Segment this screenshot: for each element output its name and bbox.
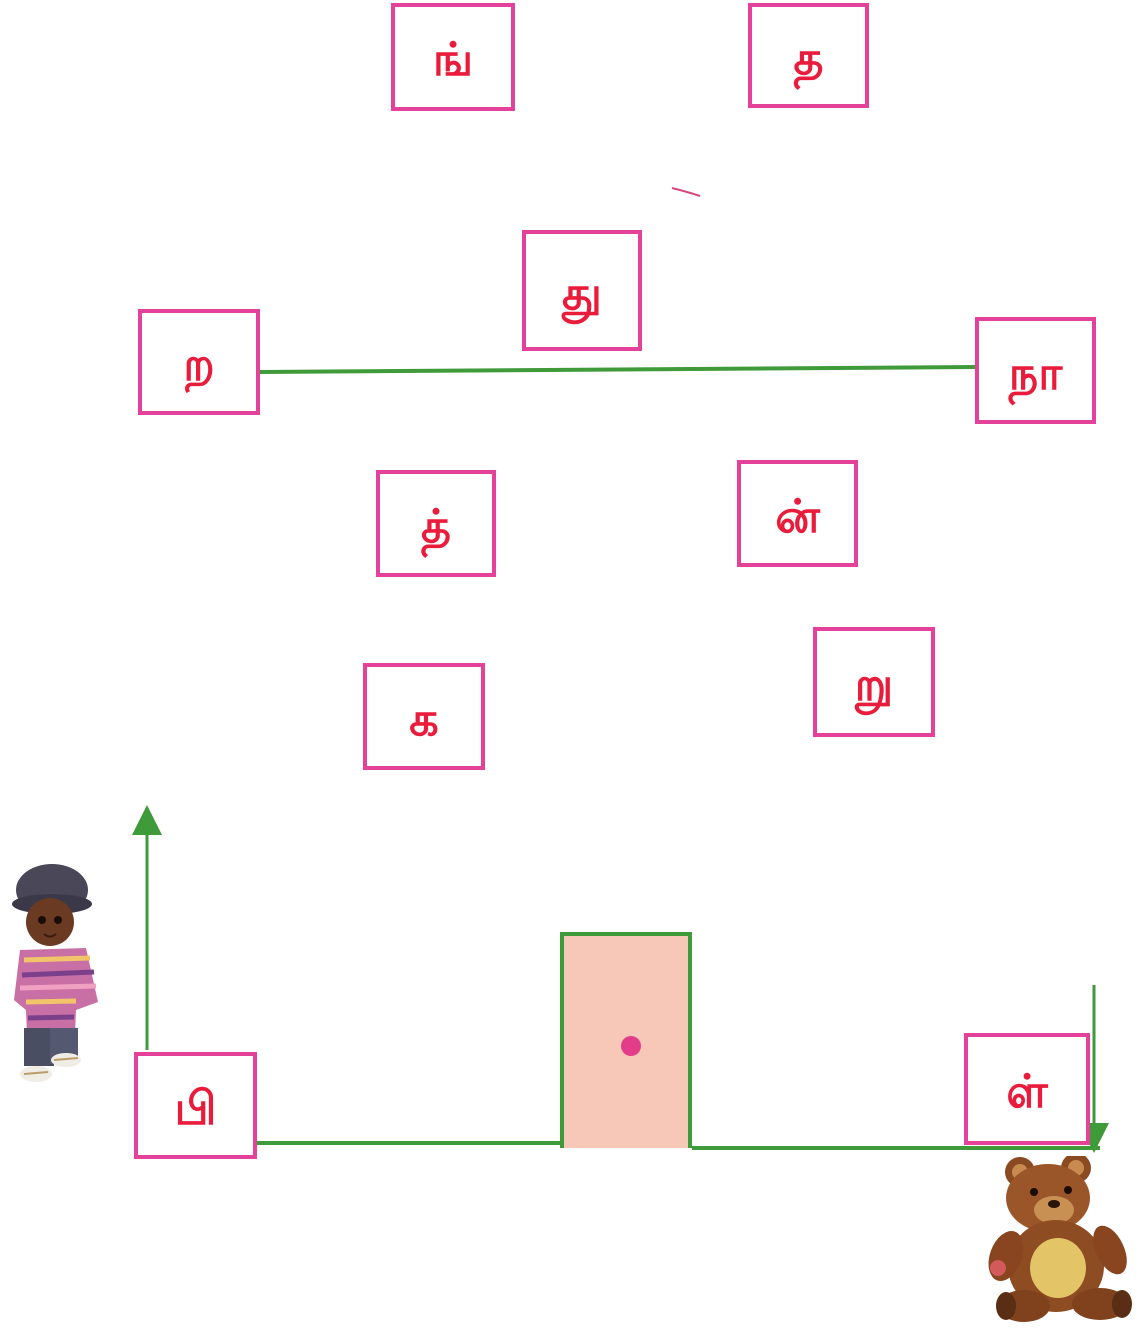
tile-n-letter: ன் <box>775 493 820 539</box>
tile-tha[interactable]: த <box>748 3 869 108</box>
tile-th-letter: த் <box>421 503 451 549</box>
tile-nga-letter: ங் <box>433 36 473 82</box>
tile-naa[interactable]: நா <box>975 317 1096 424</box>
tile-th[interactable]: த் <box>376 470 496 577</box>
tile-ru-letter: று <box>855 661 893 707</box>
path-line-upper <box>260 367 975 372</box>
tile-ka[interactable]: க <box>363 663 485 770</box>
tile-tha-letter: த <box>794 35 824 81</box>
teddy-bear-icon <box>984 1156 1138 1328</box>
door[interactable] <box>560 932 692 1148</box>
tile-ra-letter: ற <box>183 341 214 387</box>
tile-pi-letter: பி <box>175 1085 217 1131</box>
tile-n[interactable]: ன் <box>737 460 858 567</box>
stray-mark <box>672 188 700 196</box>
tile-pi[interactable]: பி <box>134 1052 257 1159</box>
tile-ru[interactable]: று <box>813 627 935 737</box>
tile-l[interactable]: ள் <box>964 1033 1090 1145</box>
tile-thu-letter: து <box>562 270 602 316</box>
door-knob[interactable] <box>621 1036 641 1056</box>
tile-l-letter: ள் <box>1006 1068 1048 1114</box>
tile-naa-letter: நா <box>1009 350 1063 396</box>
boy-doll-icon <box>6 860 102 1092</box>
tile-ka-letter: க <box>409 696 438 742</box>
tile-nga[interactable]: ங் <box>391 3 515 111</box>
tile-ra[interactable]: ற <box>138 309 260 415</box>
tile-thu[interactable]: து <box>522 230 642 351</box>
